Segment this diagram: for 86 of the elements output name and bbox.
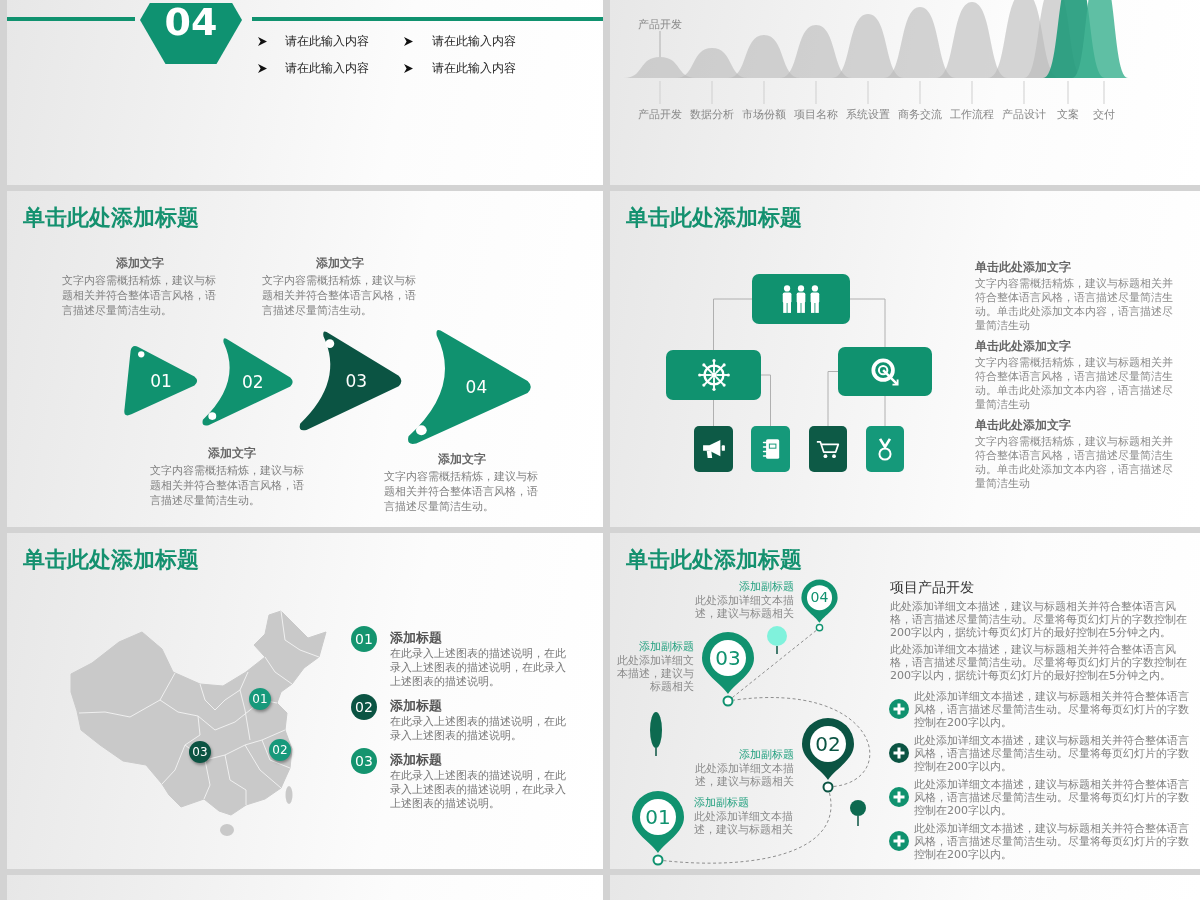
axis-label: 产品开发: [638, 108, 682, 121]
number-circle: 03: [351, 748, 377, 774]
dashed-path: [663, 791, 832, 864]
item-heading: 添加标题: [390, 698, 442, 714]
paragraph: 此处添加详细文本描述，建议与标题相关并符合整体语言风格，语言描述尽量简洁生动。尽量将每页幻灯片的字数控制在200字以内，据统计每页幻灯片的最好控制在5分钟之内。: [890, 600, 1188, 639]
axis-label: 数据分析: [690, 108, 734, 121]
item-heading: 添加标题: [390, 630, 442, 646]
number-circle: 02: [351, 694, 377, 720]
slide-title: 单击此处添加标题: [23, 205, 199, 231]
number-circle: 01: [351, 626, 377, 652]
axis-label: 文案: [1057, 108, 1079, 121]
org-chart-box: [809, 426, 847, 472]
pin-text: 此处添加详细文本描述，建议与标题相关: [694, 810, 794, 836]
caption-heading: 添加文字: [316, 256, 364, 271]
slide-panel: [610, 0, 1200, 185]
caption-text: 文字内容需概括精炼，建议与标题相关并符合整体语言风格，语言描述尽量简洁生动。: [262, 273, 417, 318]
bullet-text: 请在此输入内容: [285, 61, 369, 75]
axis-label: 项目名称: [794, 108, 838, 121]
triangle-step: 01: [123, 344, 199, 418]
org-chart-box: [694, 426, 733, 472]
slide-panel: [610, 191, 1200, 527]
caption-heading: 添加文字: [116, 256, 164, 271]
org-chart-box: [752, 274, 850, 324]
item-heading: 添加标题: [390, 752, 442, 768]
text-heading: 单击此处添加文字: [975, 418, 1071, 433]
slide-panel: [7, 533, 603, 869]
paragraph: 文字内容需概括精炼，建议与标题相关并符合整体语言风格，语言描述尽量简洁生动。单击此处添加文本内容，语言描述尽量简洁生动: [975, 277, 1174, 333]
item-text: 在此录入上述图表的描述说明，在此录入上述图表的描述说明。: [390, 715, 567, 743]
org-chart-box: [666, 350, 761, 400]
bullet-text: 请在此输入内容: [432, 34, 516, 48]
org-chart-box: [751, 426, 790, 472]
caption-heading: 添加文字: [208, 446, 256, 461]
axis-label: 产品设计: [1002, 108, 1046, 121]
dashed-path: [732, 697, 871, 787]
callout-label: 产品开发: [637, 18, 683, 31]
hexagon-badge: 04: [140, 3, 242, 64]
caption-heading: 添加文字: [438, 452, 486, 467]
item-text: 在此录入上述图表的描述说明，在此录入上述图表的描述说明，在此录入上述图表的描述说明。: [390, 647, 567, 689]
org-chart-box: [866, 426, 904, 472]
connector-line: [760, 374, 771, 427]
axis-label: 商务交流: [898, 108, 942, 121]
chevron-step: 04: [406, 327, 534, 447]
paragraph: 文字内容需概括精炼，建议与标题相关并符合整体语言风格，语言描述尽量简洁生动。单击此处添加文本内容，语言描述尽量简洁生动: [975, 435, 1174, 491]
axis-label: 交付: [1093, 108, 1115, 121]
paragraph: 此处添加详细文本描述，建议与标题相关并符合整体语言风格，语言描述尽量简洁生动。尽量将每页幻灯片的字数控制在200字以内，据统计每页幻灯片的最好控制在5分钟之内。: [890, 643, 1188, 682]
org-chart-box: [838, 347, 932, 396]
pin-subtitle: 添加副标题: [694, 796, 749, 810]
caption-text: 文字内容需概括精炼，建议与标题相关并符合整体语言风格，语言描述尽量简洁生动。: [150, 463, 305, 508]
slide-title: 单击此处添加标题: [626, 205, 802, 231]
connector-line: [849, 298, 886, 348]
pin-text: 此处添加详细文本描述，建议与标题相关: [694, 594, 794, 620]
paragraph: 此处添加详细文本描述，建议与标题相关并符合整体语言风格，语言描述尽量简洁生动。尽量将每页幻灯片的字数控制在200字以内。: [914, 690, 1190, 729]
paragraph: 此处添加详细文本描述，建议与标题相关并符合整体语言风格，语言描述尽量简洁生动。尽量将每页幻灯片的字数控制在200字以内。: [914, 822, 1190, 861]
section-heading: 项目产品开发: [890, 578, 974, 596]
slide-panel: [610, 533, 1200, 869]
paragraph: 此处添加详细文本描述，建议与标题相关并符合整体语言风格，语言描述尽量简洁生动。尽量将每页幻灯片的字数控制在200字以内。: [914, 734, 1190, 773]
caption-text: 文字内容需概括精炼，建议与标题相关并符合整体语言风格，语言描述尽量简洁生动。: [62, 273, 217, 318]
slide-title: 单击此处添加标题: [23, 547, 199, 573]
connector-line: [713, 298, 753, 351]
chevron-step: 02: [201, 336, 295, 428]
bullet-text: 请在此输入内容: [285, 34, 369, 48]
connector-line: [884, 395, 886, 427]
caption-text: 文字内容需概括精炼，建议与标题相关并符合整体语言风格，语言描述尽量简洁生动。: [384, 469, 539, 514]
bullet-text: 请在此输入内容: [432, 61, 516, 75]
pin-subtitle: 添加副标题: [639, 640, 694, 654]
chevron-step: 03: [298, 329, 404, 433]
dashed-path: [731, 629, 817, 699]
pin-subtitle: 添加副标题: [739, 580, 794, 594]
connector-line: [713, 399, 714, 427]
slide-title: 单击此处添加标题: [626, 547, 802, 573]
text-heading: 单击此处添加文字: [975, 260, 1071, 275]
slide-panel: [7, 191, 603, 527]
slide-panel: [7, 875, 603, 900]
slide-panel: [7, 0, 603, 185]
paragraph: 此处添加详细文本描述，建议与标题相关并符合整体语言风格，语言描述尽量简洁生动。尽量将每页幻灯片的字数控制在200字以内。: [914, 778, 1190, 817]
axis-label: 工作流程: [950, 108, 994, 121]
paragraph: 文字内容需概括精炼，建议与标题相关并符合整体语言风格，语言描述尽量简洁生动。单击此处添加文本内容，语言描述尽量简洁生动: [975, 356, 1174, 412]
text-heading: 单击此处添加文字: [975, 339, 1071, 354]
connector-line: [827, 371, 839, 427]
pin-subtitle: 添加副标题: [739, 748, 794, 762]
pin-text: 此处添加详细文本描述，建议与标题相关: [694, 762, 794, 788]
axis-label: 系统设置: [846, 108, 890, 121]
slide-panel: [610, 875, 1200, 900]
item-text: 在此录入上述图表的描述说明，在此录入上述图表的描述说明，在此录入上述图表的描述说明。: [390, 769, 567, 811]
pin-text: 此处添加详细文本描述，建议与标题相关: [616, 654, 694, 693]
axis-label: 市场份额: [742, 108, 786, 121]
